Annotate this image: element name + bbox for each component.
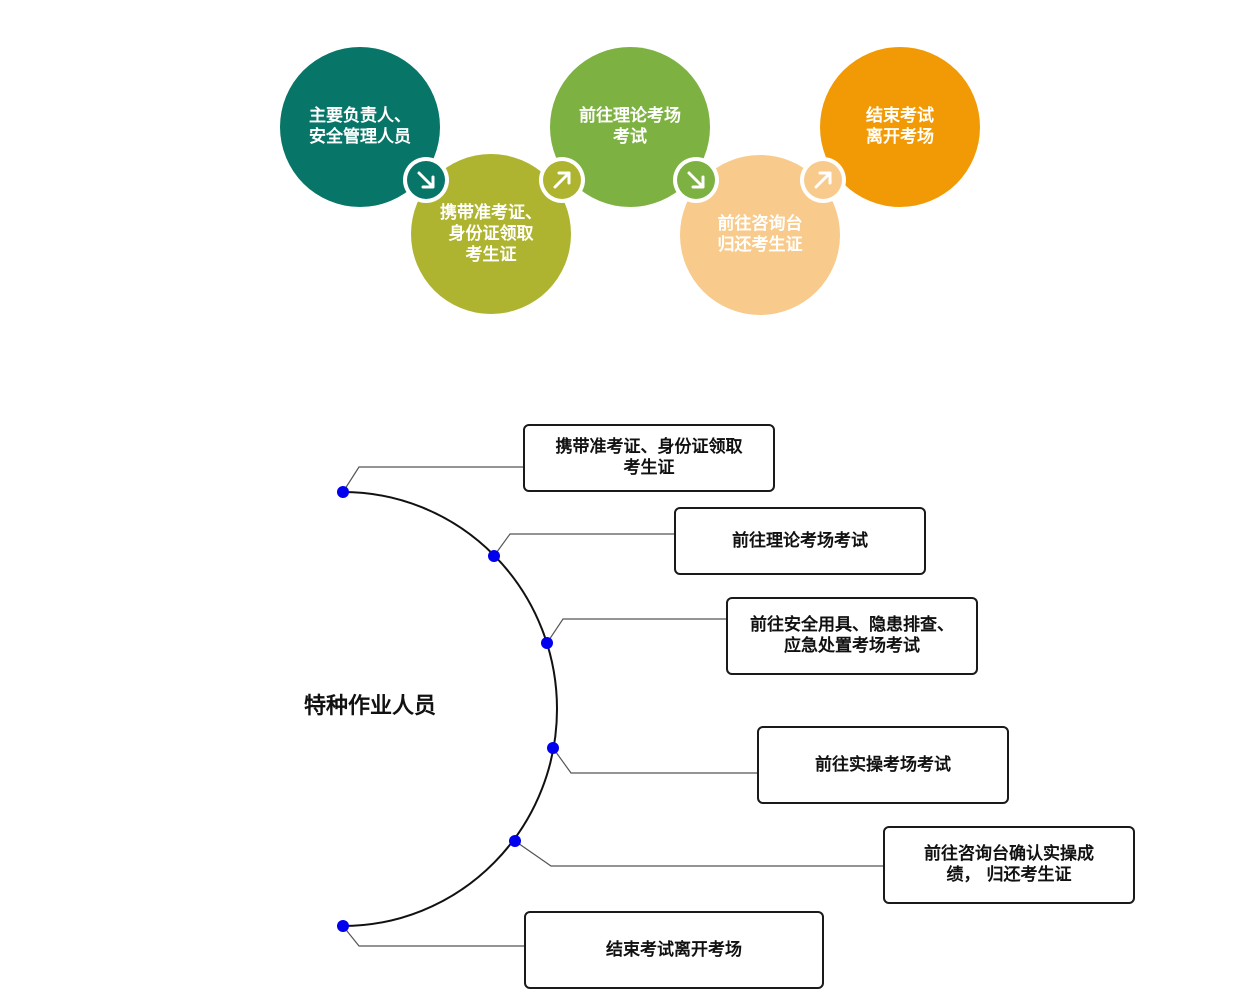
step-box-label: 前往安全用具、隐患排查、 应急处置考场考试 bbox=[750, 615, 954, 656]
circle-step-label: 前往理论考场 考试 bbox=[579, 106, 681, 147]
connector-badge-3 bbox=[673, 157, 719, 203]
circle-step-label: 主要负责人、 安全管理人员 bbox=[309, 106, 411, 147]
leader-line-5 bbox=[514, 840, 884, 867]
step-box-finish: 结束考试离开考场 bbox=[524, 911, 824, 989]
step-box-confirm-score: 前往咨询台确认实操成 绩， 归还考生证 bbox=[883, 826, 1135, 904]
main-arc bbox=[342, 491, 558, 927]
step-box-label: 前往咨询台确认实操成 绩， 归还考生证 bbox=[924, 844, 1094, 885]
circle-step-finish: 结束考试 离开考场 bbox=[820, 47, 980, 207]
leader-line-6 bbox=[342, 925, 525, 947]
arc-node-5 bbox=[509, 835, 521, 847]
circle-step-managers: 主要负责人、 安全管理人员 bbox=[280, 47, 440, 207]
arc-node-2 bbox=[488, 550, 500, 562]
step-box-practical-exam: 前往实操考场考试 bbox=[757, 726, 1009, 804]
arc-node-4 bbox=[547, 742, 559, 754]
leader-line-1 bbox=[342, 466, 524, 493]
step-box-theory-exam: 前往理论考场考试 bbox=[674, 507, 926, 575]
connector-badge-4 bbox=[800, 157, 846, 203]
arrow-up-right-icon bbox=[553, 171, 571, 189]
circle-step-label: 携带准考证、 身份证领取 考生证 bbox=[440, 202, 542, 265]
leader-line-4 bbox=[552, 747, 758, 774]
step-box-label: 携带准考证、身份证领取 考生证 bbox=[555, 437, 743, 478]
arc-node-6 bbox=[337, 920, 349, 932]
leader-line-3 bbox=[546, 618, 727, 644]
circle-step-label: 前往咨询台 归还考生证 bbox=[717, 214, 803, 255]
connector-badge-1 bbox=[403, 157, 449, 203]
circle-step-label: 结束考试 离开考场 bbox=[866, 106, 934, 147]
arc-node-3 bbox=[541, 637, 553, 649]
step-box-label: 结束考试离开考场 bbox=[606, 939, 742, 960]
arrow-up-right-icon bbox=[814, 171, 832, 189]
step-box-label: 前往实操考场考试 bbox=[815, 754, 951, 775]
arrow-down-right-icon bbox=[417, 171, 435, 189]
step-box-collect-card: 携带准考证、身份证领取 考生证 bbox=[523, 424, 775, 492]
step-box-label: 前往理论考场考试 bbox=[732, 530, 868, 551]
arrow-down-right-icon bbox=[687, 171, 705, 189]
connector-badge-2 bbox=[539, 157, 585, 203]
arc-node-1 bbox=[337, 486, 349, 498]
circle-step-theory-exam: 前往理论考场 考试 bbox=[550, 47, 710, 207]
leader-line-2 bbox=[493, 533, 675, 557]
center-label: 特种作业人员 bbox=[304, 694, 437, 719]
step-box-safety-exam: 前往安全用具、隐患排查、 应急处置考场考试 bbox=[726, 597, 978, 675]
